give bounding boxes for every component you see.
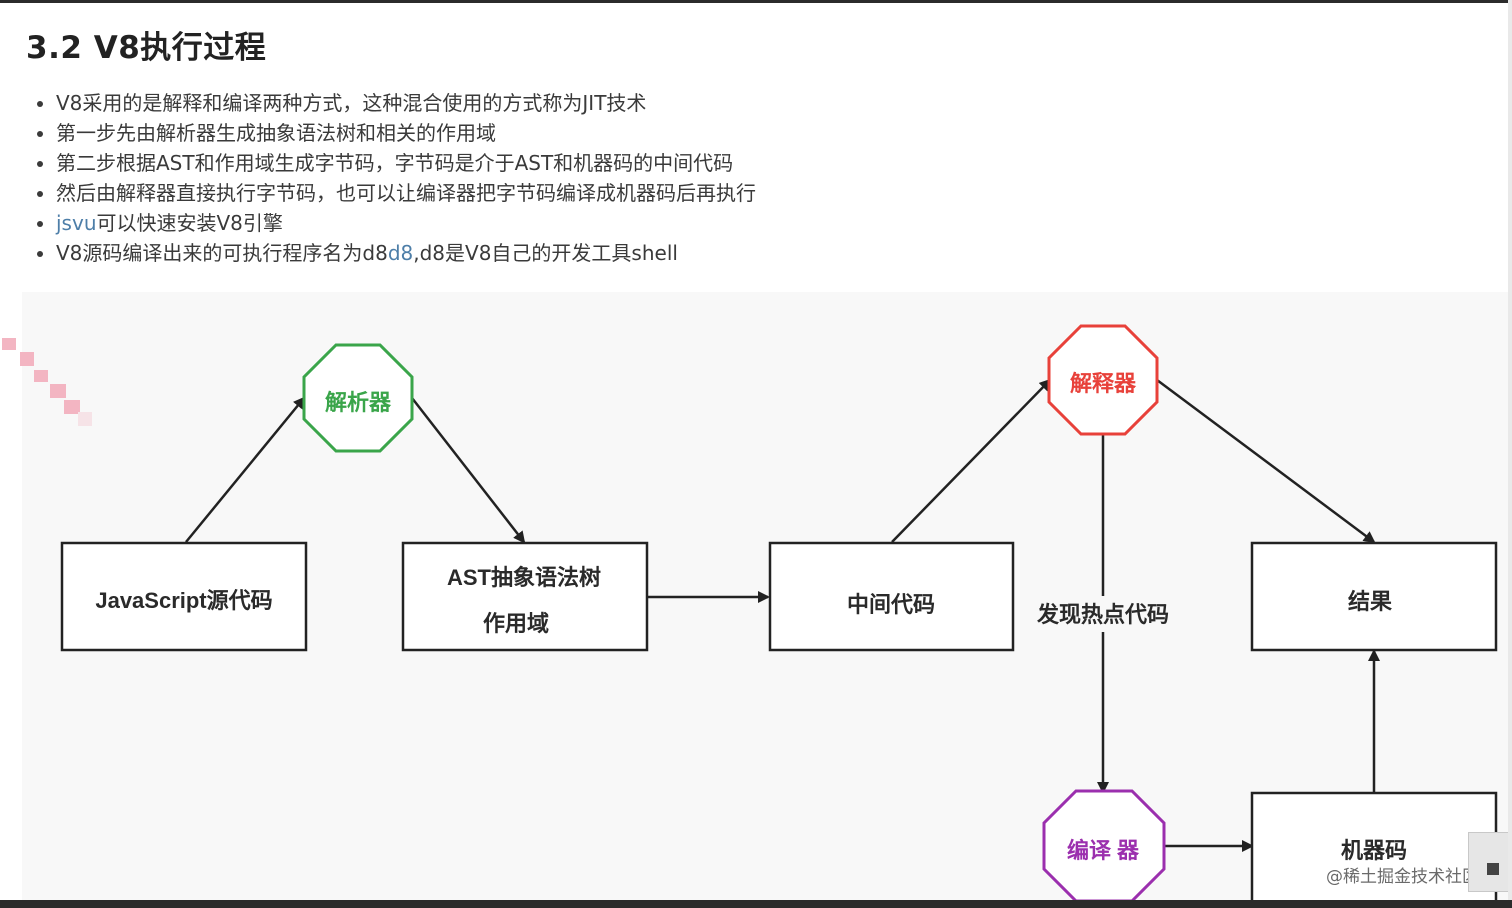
bullet-text: 然后由解释器直接执行字节码，也可以让编译器把字节码编译成机器码后再执行 — [56, 181, 756, 205]
bottom-window-edge — [0, 900, 1512, 908]
image-artifact — [20, 352, 34, 366]
js-source-box — [60, 541, 308, 652]
bullet-list: V8采用的是解释和编译两种方式，这种混合使用的方式称为JIT技术 第一步先由解析… — [36, 88, 756, 268]
result-label: 结果 — [1348, 589, 1392, 614]
bullet-text: V8采用的是解释和编译两种方式，这种混合使用的方式称为JIT技术 — [56, 91, 647, 115]
ast-label-line1: AST抽象语法树 — [447, 565, 601, 590]
bullet-item: 然后由解释器直接执行字节码，也可以让编译器把字节码编译成机器码后再执行 — [56, 178, 756, 208]
right-window-edge — [1508, 0, 1512, 908]
watermark: @稀土掘金技术社区 — [1326, 867, 1479, 887]
bullet-text: 可以快速安装V8引擎 — [96, 211, 283, 235]
machine-code-box — [1250, 791, 1498, 907]
intermediate-code-label: 中间代码 — [847, 592, 935, 617]
edge-interpreter-to-result — [1156, 378, 1376, 544]
bullet-text: ,d8是V8自己的开发工具shell — [413, 241, 678, 265]
js-source-label: JavaScript源代码 — [95, 588, 272, 613]
bullet-item: jsvu可以快速安装V8引擎 — [56, 208, 756, 238]
compiler-label: 编译 器 — [1067, 838, 1140, 863]
bullet-text: 第一步先由解析器生成抽象语法树和相关的作用域 — [56, 121, 496, 145]
intermediate-code-box — [768, 541, 1015, 652]
section-title: 3.2 V8执行过程 — [26, 30, 267, 66]
bullet-item: V8采用的是解释和编译两种方式，这种混合使用的方式称为JIT技术 — [56, 88, 756, 118]
image-artifact — [64, 400, 80, 414]
bullet-item: 第二步根据AST和作用域生成字节码，字节码是介于AST和机器码的中间代码 — [56, 148, 756, 178]
ast-box — [401, 541, 649, 652]
interpreter-octagon — [1047, 324, 1159, 436]
edge-js-to-parser — [185, 396, 306, 543]
bullet-text: 第二步根据AST和作用域生成字节码，字节码是介于AST和机器码的中间代码 — [56, 151, 734, 175]
corner-toolbar-button[interactable] — [1468, 832, 1510, 892]
result-box — [1250, 541, 1498, 652]
interpreter-label: 解释器 — [1070, 371, 1137, 396]
edge-parser-to-ast — [411, 397, 526, 544]
parser-octagon — [302, 343, 414, 453]
d8-link[interactable]: d8 — [387, 241, 414, 265]
ast-label-line2: 作用域 — [483, 611, 549, 636]
edge-label-background — [1028, 596, 1180, 632]
image-artifact — [2, 338, 16, 350]
hot-code-label: 发现热点代码 — [1036, 602, 1169, 627]
image-artifact — [34, 370, 48, 382]
square-icon — [1487, 863, 1499, 875]
top-window-edge — [0, 0, 1512, 3]
image-artifact — [50, 384, 66, 398]
bullet-text: V8源码编译出来的可执行程序名为d8 — [56, 241, 388, 265]
jsvu-link[interactable]: jsvu — [56, 211, 97, 235]
bullet-item: V8源码编译出来的可执行程序名为d8d8,d8是V8自己的开发工具shell — [56, 238, 756, 268]
parser-label: 解析器 — [325, 390, 392, 415]
machine-code-label: 机器码 — [1341, 838, 1407, 863]
image-artifact — [78, 412, 92, 426]
bullet-item: 第一步先由解析器生成抽象语法树和相关的作用域 — [56, 118, 756, 148]
edge-intermediate-to-interpreter — [891, 378, 1052, 543]
